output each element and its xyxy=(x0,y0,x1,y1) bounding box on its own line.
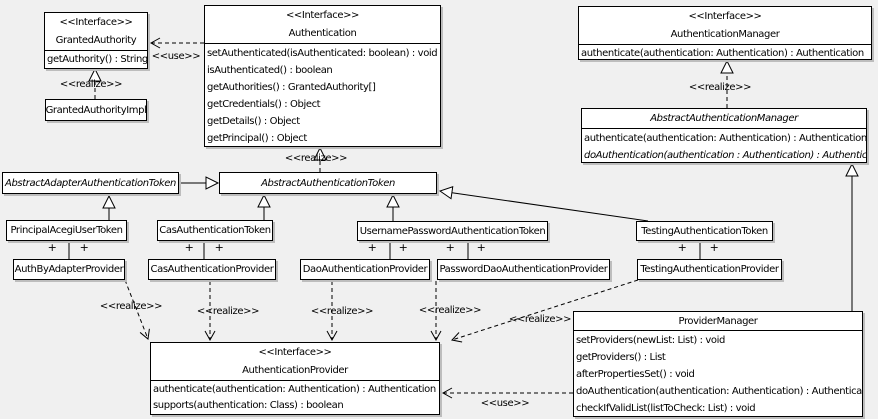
edge-label-use: <<use>> xyxy=(480,398,530,409)
methods: authenticate(authentication: Authenticat… xyxy=(582,129,866,164)
class-name: GrantedAuthority xyxy=(55,35,137,46)
assoc-end-plus: + xyxy=(677,241,687,254)
class-title: AbstractAuthenticationManager xyxy=(582,109,866,129)
method: getCredentials() : Object xyxy=(207,99,321,110)
class-title: <<Interface>> AuthenticationManager xyxy=(579,7,871,45)
class-abstract-adapter-authentication-token[interactable]: AbstractAdapterAuthenticationToken xyxy=(2,172,179,194)
class-name: CasAuthenticationProvider xyxy=(150,264,274,275)
method: authenticate(authentication: Authenticat… xyxy=(153,384,436,395)
class-name: TestingAuthenticationToken xyxy=(641,225,768,237)
stereotype: <<Interface>> xyxy=(59,17,133,28)
class-name: ProviderManager xyxy=(678,316,758,327)
class-authentication-provider[interactable]: <<Interface>> AuthenticationProvider aut… xyxy=(150,342,440,415)
methods: authenticate(authentication: Authenticat… xyxy=(579,45,871,62)
class-auth-by-adapter-provider[interactable]: AuthByAdapterProvider xyxy=(13,259,125,280)
class-username-password-authentication-token[interactable]: UsernamePasswordAuthenticationToken xyxy=(357,221,548,241)
method: setAuthenticated(isAuthenticated: boolea… xyxy=(207,48,438,59)
method: getPrincipal() : Object xyxy=(207,133,307,144)
stereotype: <<Interface>> xyxy=(688,11,762,22)
class-name: AuthenticationProvider xyxy=(242,365,348,376)
assoc-end-plus: + xyxy=(476,241,486,254)
class-dao-authentication-provider[interactable]: DaoAuthenticationProvider xyxy=(300,259,430,280)
edge-label-realize: <<realize>> xyxy=(508,314,572,325)
class-name: DaoAuthenticationProvider xyxy=(302,264,428,275)
class-authentication-manager[interactable]: <<Interface>> AuthenticationManager auth… xyxy=(578,6,872,60)
class-name: AbstractAdapterAuthenticationToken xyxy=(5,177,176,189)
class-password-dao-authentication-provider[interactable]: PasswordDaoAuthenticationProvider xyxy=(437,259,610,280)
method: setProviders(newList: List) : void xyxy=(576,335,725,346)
methods: setAuthenticated(isAuthenticated: boolea… xyxy=(205,44,440,147)
assoc-end-plus: + xyxy=(214,241,224,254)
assoc-end-plus: + xyxy=(47,241,57,254)
edge-label-realize: <<realize>> xyxy=(59,79,123,90)
method: checkIfValidList(listToCheck: List) : vo… xyxy=(576,403,756,414)
assoc-end-plus: + xyxy=(445,241,455,254)
method: authenticate(authentication: Authenticat… xyxy=(584,133,866,144)
methods: getAuthority() : String xyxy=(45,51,147,68)
assoc-end-plus: + xyxy=(367,241,377,254)
edge-label-realize: <<realize>> xyxy=(418,305,482,316)
assoc-end-plus: + xyxy=(709,241,719,254)
edge-label-realize: <<realize>> xyxy=(310,306,374,317)
class-cas-authentication-token[interactable]: CasAuthenticationToken xyxy=(157,220,273,241)
method: isAuthenticated() : boolean xyxy=(207,65,333,76)
method: getAuthorities() : GrantedAuthority[] xyxy=(207,82,376,93)
method-abstract: doAuthentication(authentication : Authen… xyxy=(584,150,866,161)
edge-label-realize: <<realize>> xyxy=(284,153,348,164)
method: getProviders() : List xyxy=(576,352,666,363)
method: authenticate(authentication: Authenticat… xyxy=(581,48,864,59)
class-name: UsernamePasswordAuthenticationToken xyxy=(359,225,546,237)
class-name: AuthByAdapterProvider xyxy=(14,264,124,275)
class-title: <<Interface>> AuthenticationProvider xyxy=(151,343,439,381)
class-name: PrincipalAcegiUserToken xyxy=(10,225,123,236)
class-name: AuthenticationManager xyxy=(670,29,780,40)
edge-realize-authbyadapterprovider xyxy=(124,279,150,340)
edge-label-use: <<use>> xyxy=(151,51,201,62)
stereotype: <<Interface>> xyxy=(258,347,332,358)
methods: authenticate(authentication: Authenticat… xyxy=(151,381,439,414)
stereotype: <<Interface>> xyxy=(285,10,360,21)
class-name: AbstractAuthenticationToken xyxy=(261,177,395,189)
edge-realize-testingauthenticationprovider xyxy=(451,279,639,343)
assoc-end-plus: + xyxy=(398,241,408,254)
methods: setProviders(newList: List) : void getPr… xyxy=(574,331,862,417)
assoc-end-plus: + xyxy=(184,241,194,254)
class-provider-manager[interactable]: ProviderManager setProviders(newList: Li… xyxy=(573,311,863,417)
edge-gen-testingauthenticationtoken xyxy=(438,186,649,222)
class-granted-authority-impl[interactable]: GrantedAuthorityImpl xyxy=(45,99,147,121)
class-title: <<Interface>> GrantedAuthority xyxy=(45,13,147,51)
class-name: Authentication xyxy=(288,28,357,39)
assoc-end-plus: + xyxy=(79,241,89,254)
class-authentication[interactable]: <<Interface>> Authentication setAuthenti… xyxy=(204,5,441,147)
class-name: TestingAuthenticationProvider xyxy=(640,264,779,275)
class-name: PasswordDaoAuthenticationProvider xyxy=(439,264,608,275)
class-title: <<Interface>> Authentication xyxy=(205,6,440,44)
class-abstract-authentication-manager[interactable]: AbstractAuthenticationManager authentica… xyxy=(581,108,867,163)
method: getAuthority() : String xyxy=(47,54,147,65)
method: supports(authentication: Class) : boolea… xyxy=(153,400,344,411)
method: doAuthentication(authentication: Authent… xyxy=(576,386,862,397)
class-granted-authority[interactable]: <<Interface>> GrantedAuthority getAuthor… xyxy=(44,12,148,69)
class-name: CasAuthenticationToken xyxy=(159,225,271,236)
class-name: AbstractAuthenticationManager xyxy=(650,113,798,124)
edge-label-realize: <<realize>> xyxy=(196,306,260,317)
class-name: GrantedAuthorityImpl xyxy=(45,104,147,116)
method: getDetails() : Object xyxy=(207,116,300,127)
edge-label-realize: <<realize>> xyxy=(99,301,163,312)
method: afterPropertiesSet() : void xyxy=(576,369,695,380)
class-principal-acegi-user-token[interactable]: PrincipalAcegiUserToken xyxy=(6,220,127,241)
class-title: ProviderManager xyxy=(574,312,862,331)
edge-label-realize: <<realize>> xyxy=(688,82,752,93)
class-cas-authentication-provider[interactable]: CasAuthenticationProvider xyxy=(148,259,276,280)
class-abstract-authentication-token[interactable]: AbstractAuthenticationToken xyxy=(219,172,437,194)
class-testing-authentication-token[interactable]: TestingAuthenticationToken xyxy=(636,221,773,241)
class-testing-authentication-provider[interactable]: TestingAuthenticationProvider xyxy=(637,259,782,280)
